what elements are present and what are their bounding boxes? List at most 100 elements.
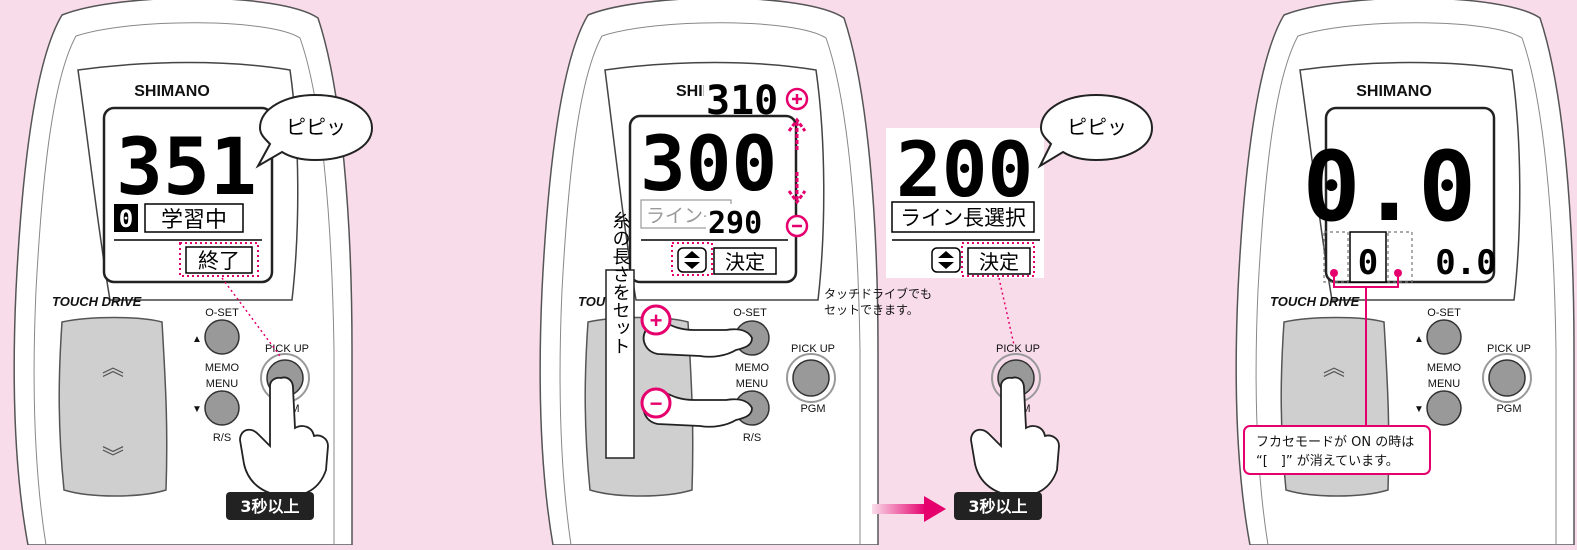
line-select-text: ライン長選択 xyxy=(900,206,1026,230)
bubble-text: ピピッ xyxy=(1067,115,1127,139)
device-body-inner-rim xyxy=(1255,22,1557,546)
pickup-label: PICK UP xyxy=(996,343,1040,355)
down-marker-icon: ▼ xyxy=(1414,404,1424,415)
panel-2: SHIP 310 300 ライン長 290 決定 TOU O-SET MEMO … xyxy=(539,0,946,546)
oset-label: O-SET xyxy=(733,307,767,319)
action-box xyxy=(967,247,1031,275)
flow-arrowhead xyxy=(924,496,946,522)
flow-arrow xyxy=(872,504,926,514)
fukase-note-line1: フカセモードが ON の時は xyxy=(1256,435,1414,450)
small-digit-box xyxy=(114,204,138,232)
up-marker-icon: ▲ xyxy=(192,334,202,345)
line-value: 290 xyxy=(708,206,762,241)
action-box xyxy=(713,247,777,275)
oset-label: O-SET xyxy=(205,307,239,319)
pickup-label: PICK UP xyxy=(791,343,835,355)
minus-sign: − xyxy=(650,391,663,416)
bracket-connector xyxy=(1333,273,1399,426)
pad-up-icon: ︽ xyxy=(102,355,124,380)
action-box xyxy=(185,246,253,274)
up-marker-icon: ▲ xyxy=(1414,334,1424,345)
updown-icon xyxy=(684,251,700,269)
minus-button-icon xyxy=(640,387,672,419)
rs-label: R/S xyxy=(213,432,231,444)
pgm-label: PGM xyxy=(1496,403,1521,415)
hold-badge xyxy=(226,492,314,520)
panel-3: 200 ライン長選択 決定 ピピッ タッチドライブでも セットできます。 PIC… xyxy=(824,93,1154,520)
hold-badge xyxy=(954,492,1042,520)
big-number: 300 xyxy=(640,119,777,208)
hidden-bracket-right xyxy=(1387,231,1413,283)
status-text: 学習中 xyxy=(161,208,227,233)
device-body-inner-rim xyxy=(559,22,861,546)
menu-rs-button[interactable] xyxy=(204,390,240,426)
fukase-note-box xyxy=(1243,425,1431,475)
touch-drive-logo: TOUCH DRIVE xyxy=(52,294,142,309)
oset-label: O-SET xyxy=(1427,307,1461,319)
pointing-hand-icon xyxy=(970,376,1060,498)
touch-drive-logo: TOUCH DRIVE xyxy=(1270,294,1360,309)
menu-label: MENU xyxy=(206,378,238,390)
brand-label: SHIMANO xyxy=(1356,83,1432,100)
updown-icon-box xyxy=(677,247,707,273)
pad-up-icon: ︽ xyxy=(1323,355,1345,380)
down-marker-icon: ▼ xyxy=(192,404,202,415)
hold-label: 3秒以上 xyxy=(240,497,299,516)
line-label-text: ライン長 xyxy=(646,205,722,227)
pad-down-icon: ︾ xyxy=(102,445,124,470)
menu-label: MENU xyxy=(1428,378,1460,390)
memo-label: MEMO xyxy=(205,362,240,374)
rs-label: R/S xyxy=(743,432,761,444)
pickup-pgm-button[interactable] xyxy=(792,359,830,397)
plus-button-icon xyxy=(640,304,672,336)
speech-bubble xyxy=(255,93,374,169)
oset-memo-button[interactable] xyxy=(1426,319,1462,355)
small-left-value: 0 xyxy=(1358,243,1378,283)
pgm-label: PGM xyxy=(800,403,825,415)
brand-label: SHIMANO xyxy=(134,83,210,100)
pickup-label: PICK UP xyxy=(1487,343,1531,355)
touchdrive-note-line2: セットできます。 xyxy=(824,303,919,317)
memo-label: MEMO xyxy=(735,362,770,374)
panel-1: SHIMANO 351 0 学習中 終了 ピピッ TOUCH DRIVE ︽ ︾… xyxy=(13,0,374,546)
updown-highlight xyxy=(671,242,713,276)
fukase-note-line2: “[ ]” が消えています。 xyxy=(1256,454,1399,469)
line-select-box xyxy=(891,201,1035,233)
vertical-label: 糸の長さをセット xyxy=(610,211,631,355)
action-text: 決定 xyxy=(725,250,765,274)
action-text: 終了 xyxy=(198,249,240,273)
small-digit: 0 xyxy=(119,205,133,233)
action-highlight xyxy=(961,242,1035,277)
plus-sign: + xyxy=(650,308,663,333)
menu-rs-button[interactable] xyxy=(1426,390,1462,426)
bubble-text: ピピッ xyxy=(286,115,346,139)
pickup-label: PICK UP xyxy=(265,343,309,355)
hidden-bracket-left xyxy=(1323,231,1349,283)
down-arrow-icon xyxy=(787,172,807,205)
updown-icon-box xyxy=(931,247,961,273)
pickup-pgm-button[interactable] xyxy=(1488,359,1526,397)
big-number: 351 xyxy=(116,123,257,213)
action-text: 決定 xyxy=(979,250,1019,274)
vertical-label-box xyxy=(605,269,635,459)
touch-drive-logo: TOU xyxy=(578,294,606,309)
touchdrive-note-line1: タッチドライブでも xyxy=(824,286,932,301)
lcd-screen xyxy=(102,106,274,284)
memo-label: MEMO xyxy=(1427,362,1462,374)
dotted-leader xyxy=(998,277,1015,346)
updown-icon xyxy=(938,251,954,269)
pickup-ring xyxy=(1482,353,1532,403)
speech-bubble xyxy=(1037,93,1154,169)
big-number: 200 xyxy=(896,125,1033,214)
dotted-leader xyxy=(221,277,281,357)
oset-memo-button[interactable] xyxy=(204,319,240,355)
connector-dot-right xyxy=(1394,269,1402,277)
small-right-value: 0.0 xyxy=(1435,243,1496,283)
touch-pad[interactable] xyxy=(58,316,168,497)
connector-dot-left xyxy=(1330,269,1338,277)
status-box xyxy=(144,203,244,233)
line-value-backdrop xyxy=(706,204,778,236)
big-number: 0.0 xyxy=(1303,131,1476,243)
top-number-backdrop xyxy=(704,76,780,118)
